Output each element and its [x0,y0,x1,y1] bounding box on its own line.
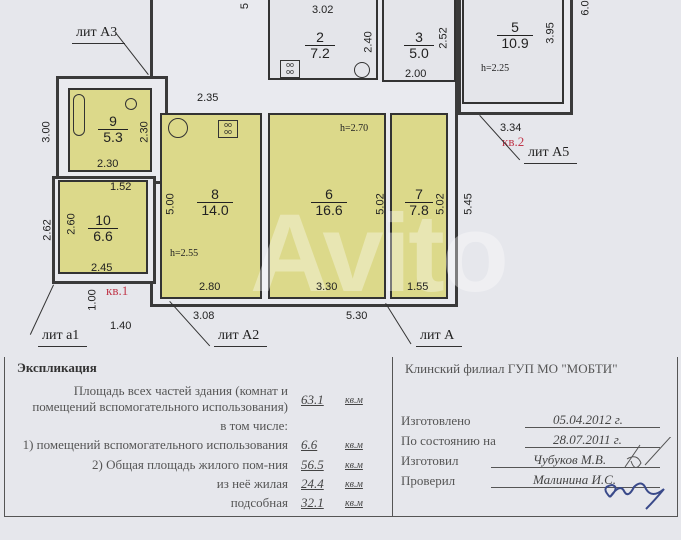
underline [525,427,660,428]
ceiling-height: h=2.70 [340,123,369,134]
lit-a3-label: лит А3 [71,25,126,44]
living-total-value: 56.5 [301,457,324,472]
watermark: Avito [250,192,509,315]
made-label: Изготовлено [401,413,471,428]
dimension: 2.80 [199,281,221,293]
dimension: 3.30 [316,281,338,293]
divider [392,357,393,516]
total-value: 63.1 [301,392,324,407]
checker-name: Малинина И.С. [533,472,617,487]
room-7 [390,113,448,299]
underline [491,467,660,468]
maker-label: Изготовил [401,453,459,468]
living-label: из неё жилая [216,476,288,491]
total-label: помещений вспомогательного использования… [32,399,288,414]
utility-label: подсобная [230,495,288,510]
apartment-2-label: кв.2 [502,134,525,149]
dimension: 1.52 [110,181,132,193]
explication-title: Экспликация [17,360,97,375]
room-5 [462,0,564,104]
unit: кв.м [345,498,363,509]
dimension: 5.45 [462,193,475,215]
room-8 [160,113,262,299]
dimension: 2.40 [362,31,375,53]
living-total-label: 2) Общая площадь жилого пом-ния [92,457,288,472]
dimension: 2.35 [197,92,219,104]
dimension: 2.60 [65,213,78,235]
lit-a5-label: лит А5 [523,145,578,164]
dimension: 1.00 [86,289,99,311]
dimension: 2.62 [41,219,54,241]
room-10 [58,180,148,274]
living-value: 24.4 [301,476,324,491]
aux-value: 6.6 [301,437,318,452]
dimension: 5.02 [434,193,447,215]
info-panel: Экспликация Площадь всех частей здания (… [4,357,678,517]
dimension: 1.55 [407,281,429,293]
dimension: 3.02 [312,4,334,16]
unit: кв.м [345,395,363,406]
underline [491,487,660,488]
room-6 [268,113,386,299]
lit-a1-label: лит а1 [37,328,88,347]
made-date: 05.04.2012 г. [553,412,623,427]
dimension: 2.00 [405,68,427,80]
unit: кв.м [345,440,363,451]
ceiling-height: h=2.55 [170,248,199,259]
bathtub-icon [73,94,85,136]
dimension: 2.52 [437,27,450,49]
unit: кв.м [345,460,363,471]
toilet-icon [125,98,137,110]
dimension: 1.40 [110,320,132,332]
sink-icon [354,62,370,78]
ceiling-height: h=2.25 [481,63,510,74]
including-label: в том числе: [220,418,288,433]
dimension: 5.00 [164,193,177,215]
signature-icon [604,437,672,510]
apartment-1-label: кв.1 [106,283,129,298]
unit: кв.м [345,479,363,490]
dimension: 5.30 [346,310,368,322]
underline [525,447,660,448]
dimension: 5.02 [374,193,387,215]
maker-name: Чубуков М.В. [533,452,607,467]
dimension: 3.08 [193,310,215,322]
state-label: По состоянию на [401,433,496,448]
organization-name: Клинский филиал ГУП МО "МОБТИ" [405,361,618,376]
dimension: 3.34 [500,122,522,134]
dimension: 2.45 [91,262,113,274]
total-label: Площадь всех частей здания (комнат и [73,383,288,398]
checker-label: Проверил [401,473,456,488]
dimension: 6.0 [579,0,592,16]
lit-a2-label: лит А2 [213,328,268,347]
dimension: 3.95 [544,22,557,44]
dimension: 3.00 [40,121,53,143]
boiler-icon [168,118,188,138]
lit-a-label: лит А [415,328,463,347]
utility-value: 32.1 [301,495,324,510]
dimension: 2.30 [97,158,119,170]
state-date: 28.07.2011 г. [553,432,622,447]
dimension: 2.30 [138,121,151,143]
leader-line [115,33,149,75]
dimension: 5 [239,2,252,10]
leader-line [169,301,211,347]
room-3 [382,0,456,82]
aux-label: 1) помещений вспомогательного использова… [22,437,288,452]
